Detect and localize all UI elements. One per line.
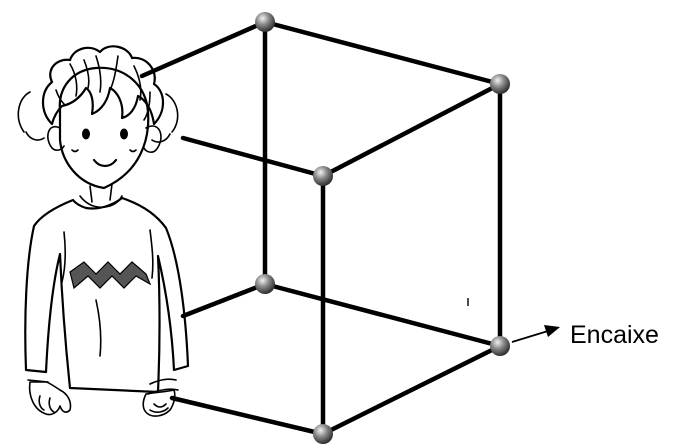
joint-top-front xyxy=(313,166,333,186)
child-left-cuff xyxy=(26,370,48,382)
edge-top-back-right xyxy=(265,22,500,84)
edge-bottom-front-left xyxy=(172,398,323,434)
child-left-fingers xyxy=(39,396,54,412)
child-left-cheek xyxy=(72,150,78,152)
child-right-fingers xyxy=(150,404,168,412)
edge-top-back-left xyxy=(142,22,265,76)
child-sweater xyxy=(25,198,188,392)
joint-bottom-front xyxy=(313,424,333,444)
child-right-eye xyxy=(120,129,128,140)
child-left-eye xyxy=(82,129,90,140)
joint-top-right xyxy=(490,74,510,94)
joint-label-group: Encaixe xyxy=(512,321,659,349)
edge-bottom-back-right xyxy=(265,284,500,346)
joint-bottom-back xyxy=(255,274,275,294)
child-right-cheek xyxy=(130,150,136,152)
edge-top-front-left xyxy=(183,138,323,176)
child-sweater-folds xyxy=(62,230,153,356)
joint-top-back xyxy=(255,12,275,32)
joint-bottom-right xyxy=(490,336,510,356)
edge-bottom-front-right xyxy=(323,346,500,434)
label-arrow-line xyxy=(512,331,548,342)
edge-top-front-right xyxy=(323,84,500,176)
child-smile xyxy=(94,160,116,166)
edge-bottom-back-left xyxy=(183,284,265,316)
joint-label: Encaixe xyxy=(570,321,659,349)
child-hair-strands xyxy=(56,56,150,120)
sweater-zigzag-band xyxy=(70,262,150,288)
cube-edges xyxy=(142,22,500,434)
label-arrow-head xyxy=(544,325,560,337)
child-illustration xyxy=(18,46,188,416)
child-face xyxy=(60,68,148,188)
